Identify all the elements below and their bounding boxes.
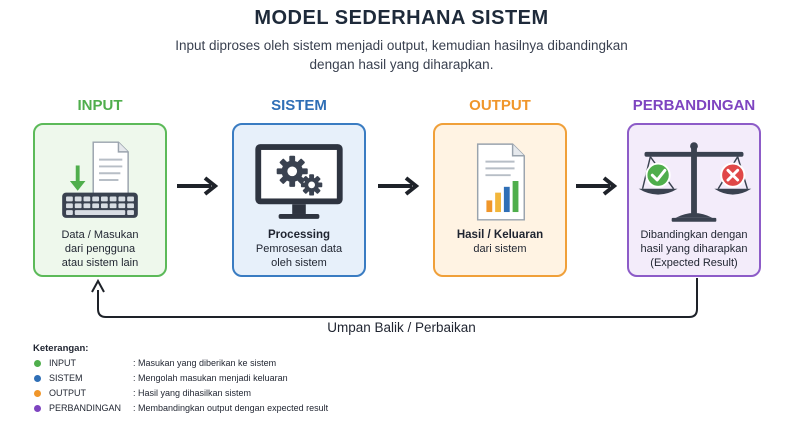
legend-desc-sistem: : Mengolah masukan menjadi keluaran bbox=[133, 373, 288, 383]
stage-label-input: INPUT bbox=[77, 97, 123, 114]
legend-desc-perbandingan: : Membandingkan output dengan expected r… bbox=[133, 403, 329, 413]
legend-name-output: OUTPUT bbox=[49, 388, 86, 398]
legend-item-sistem: SISTEM : Mengolah masukan menjadi keluar… bbox=[33, 372, 453, 386]
perbandingan-box: Dibandingkan dengan hasil yang diharapka… bbox=[627, 123, 761, 277]
feedback-label: Umpan Balik / Perbaikan bbox=[327, 320, 476, 335]
arrow-output-to-perbandingan-icon bbox=[576, 176, 618, 196]
legend-item-output: OUTPUT : Hasil yang dihasilkan sistem bbox=[33, 387, 453, 401]
legend-dot-perbandingan bbox=[34, 405, 41, 412]
arrow-sistem-to-output-icon bbox=[378, 176, 420, 196]
legend-item-input: INPUT : Masukan yang diberikan ke sistem bbox=[33, 357, 453, 371]
input-line-2: dari pengguna bbox=[64, 243, 136, 255]
legend-desc-output: : Hasil yang dihasilkan sistem bbox=[133, 388, 252, 398]
sistem-description: Processing Pemrosesan data oleh sistem bbox=[238, 228, 360, 270]
legend-dot-sistem bbox=[34, 375, 41, 382]
arrow-input-to-sistem-icon bbox=[177, 176, 219, 196]
legend-name-input: INPUT bbox=[49, 358, 76, 368]
monitor-gears-icon bbox=[255, 144, 343, 219]
perbandingan-line-3: (Expected Result) bbox=[650, 257, 738, 269]
output-line-2: dari sistem bbox=[473, 243, 527, 255]
input-description: Data / Masukan dari pengguna atau sistem… bbox=[39, 228, 161, 270]
legend-dot-input bbox=[34, 360, 41, 367]
subtitle-line-2: dengan hasil yang diharapkan. bbox=[309, 57, 494, 72]
sistem-line-3: oleh sistem bbox=[271, 257, 327, 269]
stage-label-perbandingan: PERBANDINGAN bbox=[632, 97, 756, 114]
perbandingan-line-1: Dibandingkan dengan bbox=[640, 229, 748, 241]
legend-dot-output bbox=[34, 390, 41, 397]
input-line-3: atau sistem lain bbox=[61, 257, 139, 269]
sistem-line-1: Processing bbox=[268, 229, 330, 241]
legend-title: Keterangan: bbox=[33, 343, 89, 354]
sistem-box: Processing Pemrosesan data oleh sistem bbox=[232, 123, 366, 277]
legend-name-perbandingan: PERBANDINGAN bbox=[49, 403, 122, 413]
perbandingan-line-2: hasil yang diharapkan bbox=[640, 243, 748, 255]
legend-desc-input: : Masukan yang diberikan ke sistem bbox=[133, 358, 277, 368]
subtitle-line-1: Input diproses oleh sistem menjadi outpu… bbox=[175, 38, 628, 53]
input-box: Data / Masukan dari pengguna atau sistem… bbox=[33, 123, 167, 277]
sistem-line-2: Pemrosesan data bbox=[255, 243, 343, 255]
output-box: Hasil / Keluaran dari sistem bbox=[433, 123, 567, 277]
feedback-loop-arrow bbox=[91, 278, 698, 318]
balance-scale-icon bbox=[638, 142, 752, 222]
input-line-1: Data / Masukan bbox=[61, 229, 139, 241]
page-title: MODEL SEDERHANA SISTEM bbox=[254, 7, 549, 29]
stage-label-output: OUTPUT bbox=[469, 97, 531, 114]
output-line-1: Hasil / Keluaran bbox=[456, 229, 544, 241]
legend-item-perbandingan: PERBANDINGAN : Membandingkan output deng… bbox=[33, 402, 453, 416]
subtitle: Input diproses oleh sistem menjadi outpu… bbox=[140, 36, 663, 74]
perbandingan-description: Dibandingkan dengan hasil yang diharapka… bbox=[633, 228, 755, 270]
legend-name-sistem: SISTEM bbox=[49, 373, 83, 383]
stage-label-sistem: SISTEM bbox=[271, 97, 327, 114]
output-description: Hasil / Keluaran dari sistem bbox=[439, 228, 561, 256]
report-chart-icon bbox=[476, 143, 525, 221]
keyboard-document-icon bbox=[62, 141, 138, 218]
